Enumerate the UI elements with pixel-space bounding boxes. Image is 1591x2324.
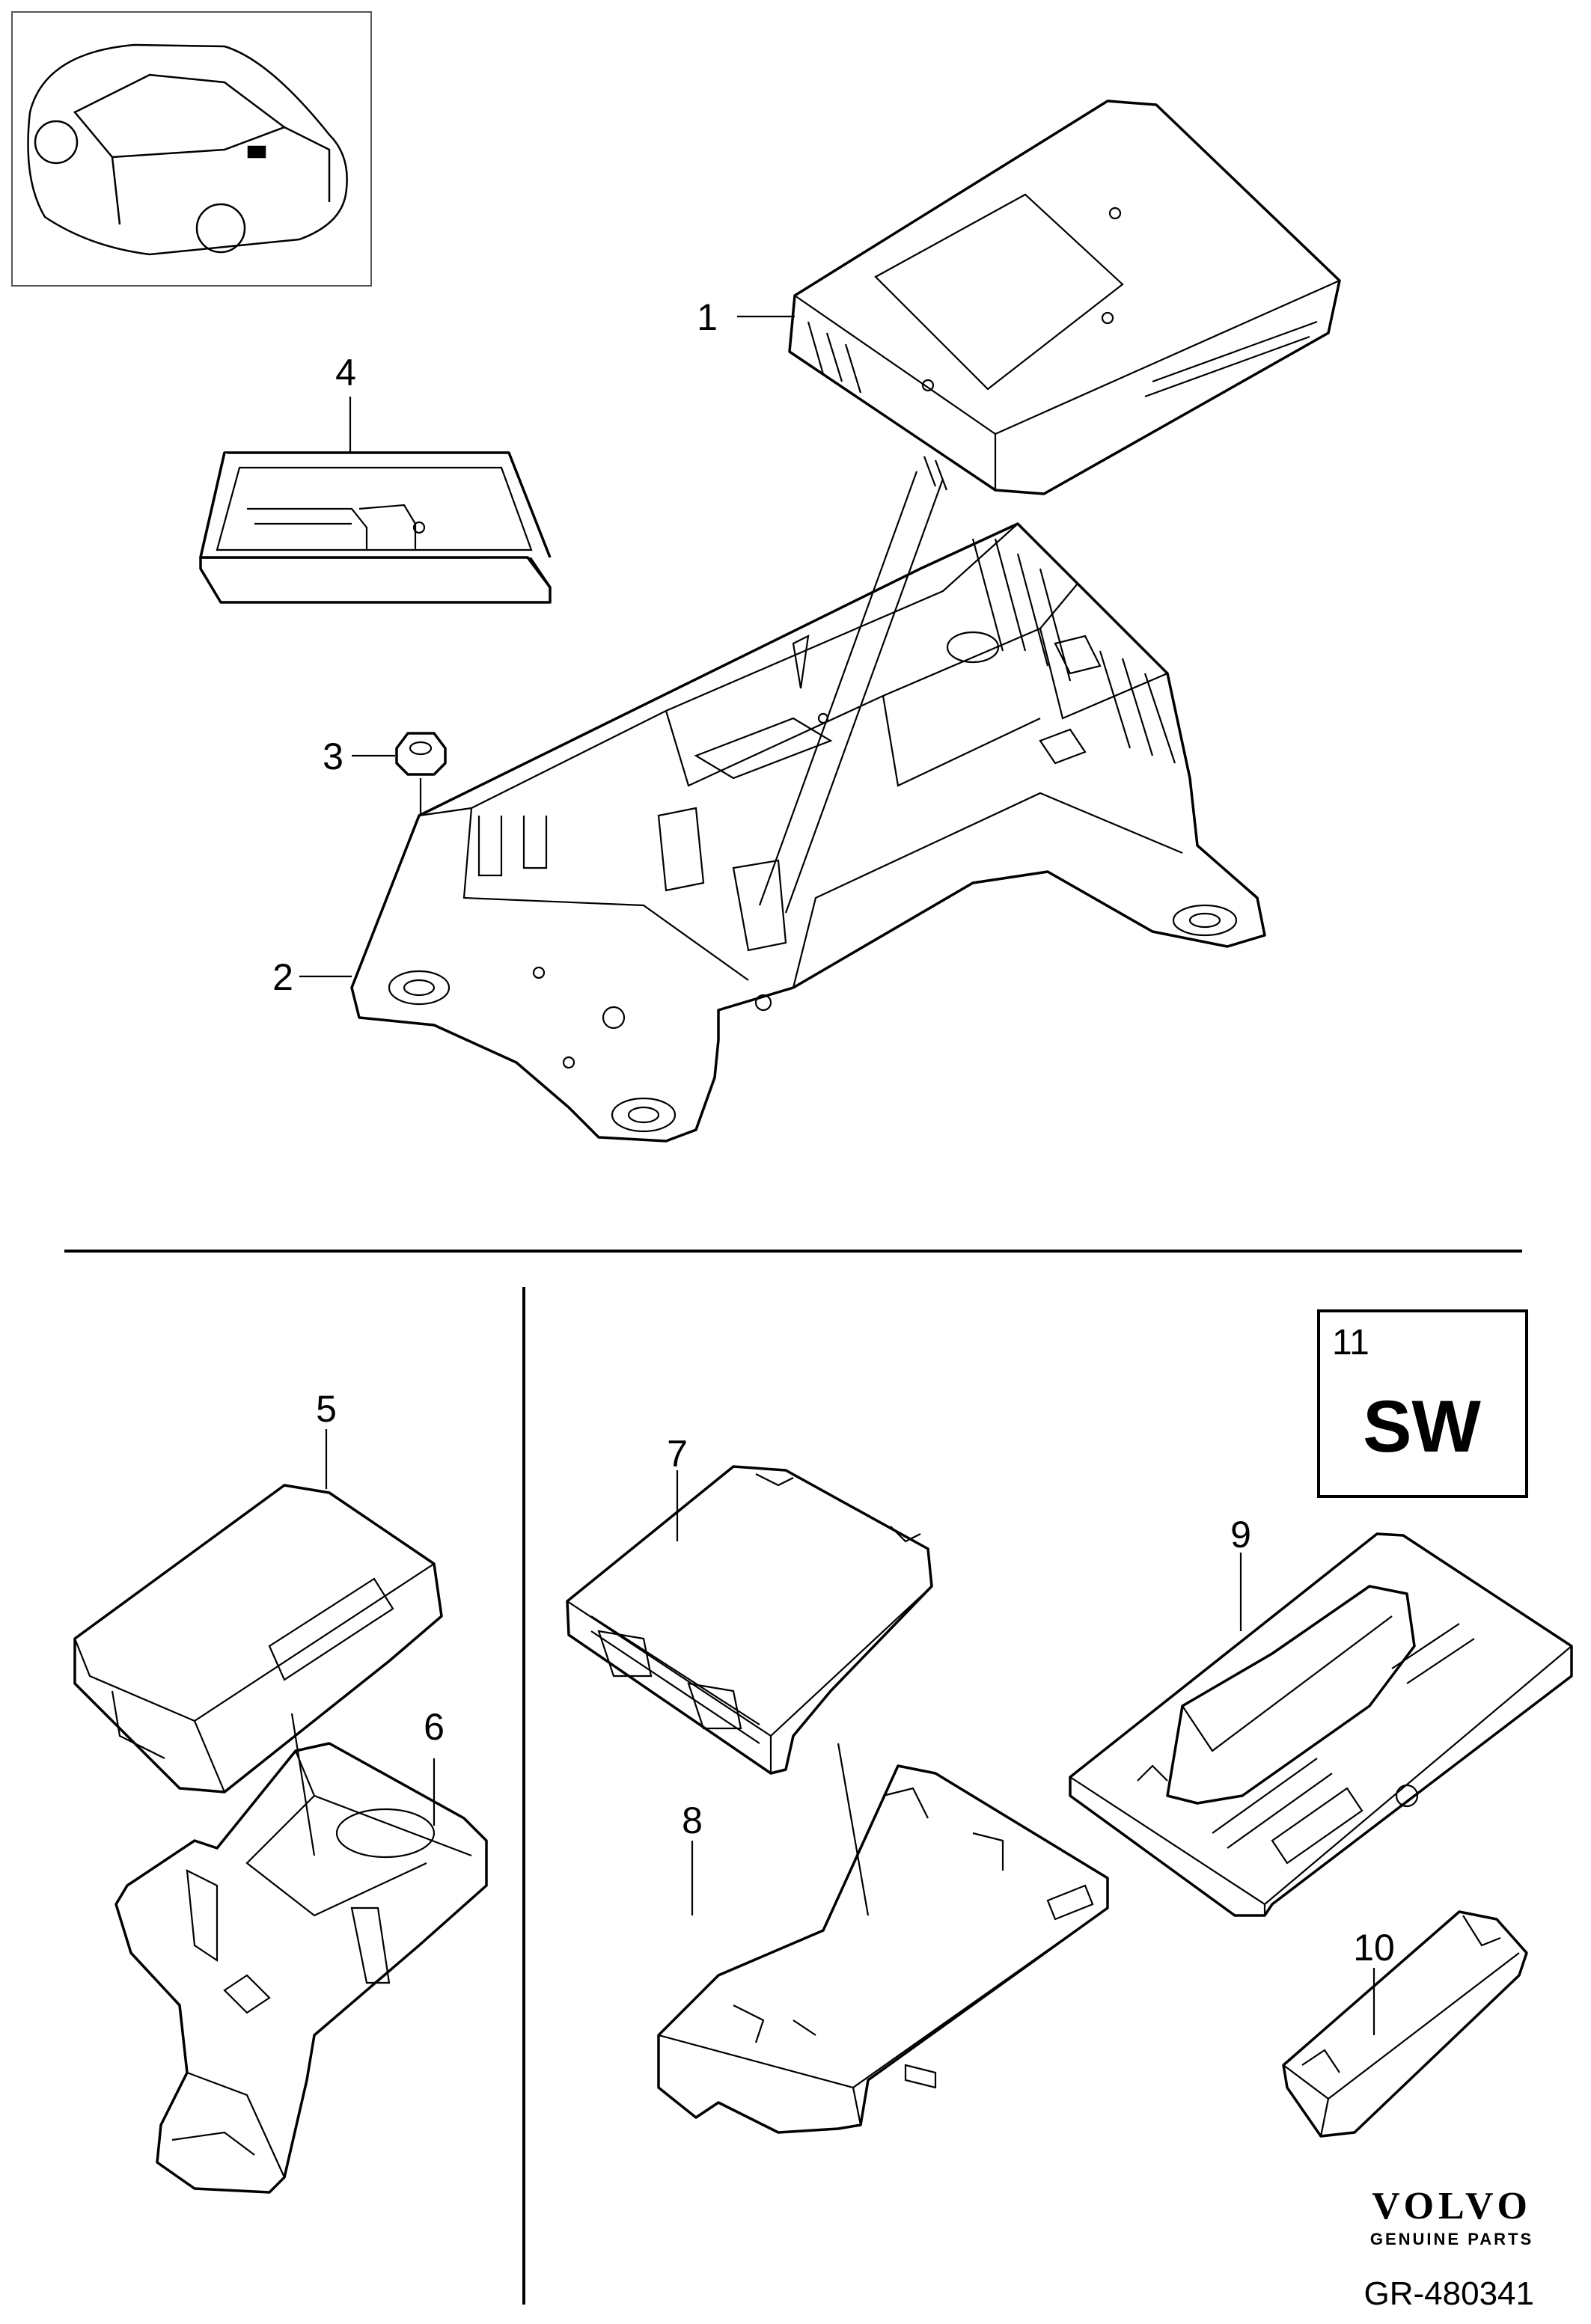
callout-5: 5 [316, 1388, 337, 1430]
callout-8: 8 [682, 1799, 703, 1841]
software-box-code: SW [1363, 1385, 1481, 1467]
part-3-nut [395, 732, 447, 776]
part-4-box [199, 451, 552, 604]
part-5-cover [73, 1484, 443, 1794]
callout-3: 3 [323, 736, 343, 777]
software-box: 11 SW [1317, 1309, 1528, 1498]
callout-2: 2 [272, 956, 293, 998]
vehicle-locator-thumbnail [11, 11, 372, 287]
part-10-cap [1282, 1910, 1528, 2138]
part-7-housing [566, 1465, 933, 1775]
part-8-tray [657, 1764, 1109, 2134]
diagram-reference: GR-480341 [1364, 2275, 1534, 2312]
software-box-number: 11 [1332, 1323, 1369, 1363]
brand-tagline: GENUINE PARTS [1370, 2230, 1533, 2248]
part-2-mounting-bracket [350, 522, 1266, 1143]
callout-4: 4 [335, 352, 356, 394]
callout-10: 10 [1353, 1927, 1395, 1969]
callout-7: 7 [667, 1433, 688, 1475]
callout-1: 1 [697, 296, 718, 338]
callout-6: 6 [424, 1706, 445, 1748]
car-icon [27, 43, 348, 256]
part-1-control-module [788, 100, 1341, 495]
part-6-holder [114, 1742, 488, 2194]
brand-name: VOLVO [1372, 2185, 1532, 2227]
part-9-antenna-module [1069, 1532, 1573, 1917]
brand-logo: VOLVO GENUINE PARTS [1370, 2185, 1533, 2248]
callout-9: 9 [1230, 1514, 1251, 1556]
